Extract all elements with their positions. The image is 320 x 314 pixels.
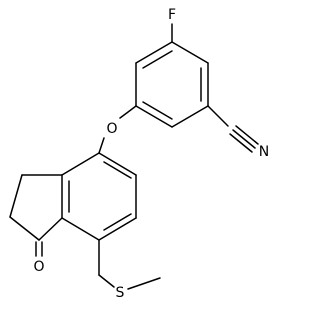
bond (207, 105, 229, 127)
bond (142, 101, 173, 120)
nitrile-triple-bond (235, 125, 259, 145)
sulfur-atom-label: S (116, 285, 125, 301)
fluorine-atom-label: F (168, 7, 176, 23)
structure-drawing: F N O O (9, 7, 269, 301)
bond (103, 213, 132, 231)
bond-s-methyl (127, 277, 161, 290)
bond (61, 152, 100, 176)
bond (142, 50, 173, 69)
bond (103, 161, 132, 179)
bond (98, 152, 137, 176)
bond (171, 41, 209, 64)
cyclopentanone-ring (9, 174, 63, 241)
nitrile-triple-bond (229, 133, 253, 153)
indanone-aromatic-ring (61, 152, 137, 241)
molecule-diagram: F N O O (9, 7, 269, 301)
bond (9, 216, 40, 241)
nitrile-triple-bond (232, 129, 256, 149)
ether-oxygen-atom-label: O (106, 121, 117, 137)
bond (98, 137, 105, 154)
bond (98, 217, 137, 241)
nitrogen-atom-label: N (259, 144, 269, 160)
bond (98, 274, 115, 288)
fluorobenzonitrile-ring (135, 41, 209, 128)
bond (135, 41, 173, 64)
bond (38, 217, 63, 241)
bond (9, 174, 23, 218)
bond (135, 105, 173, 128)
bond (119, 105, 137, 119)
bond (61, 217, 100, 241)
ketone-oxygen-atom-label: O (33, 259, 44, 275)
bond (171, 105, 209, 128)
